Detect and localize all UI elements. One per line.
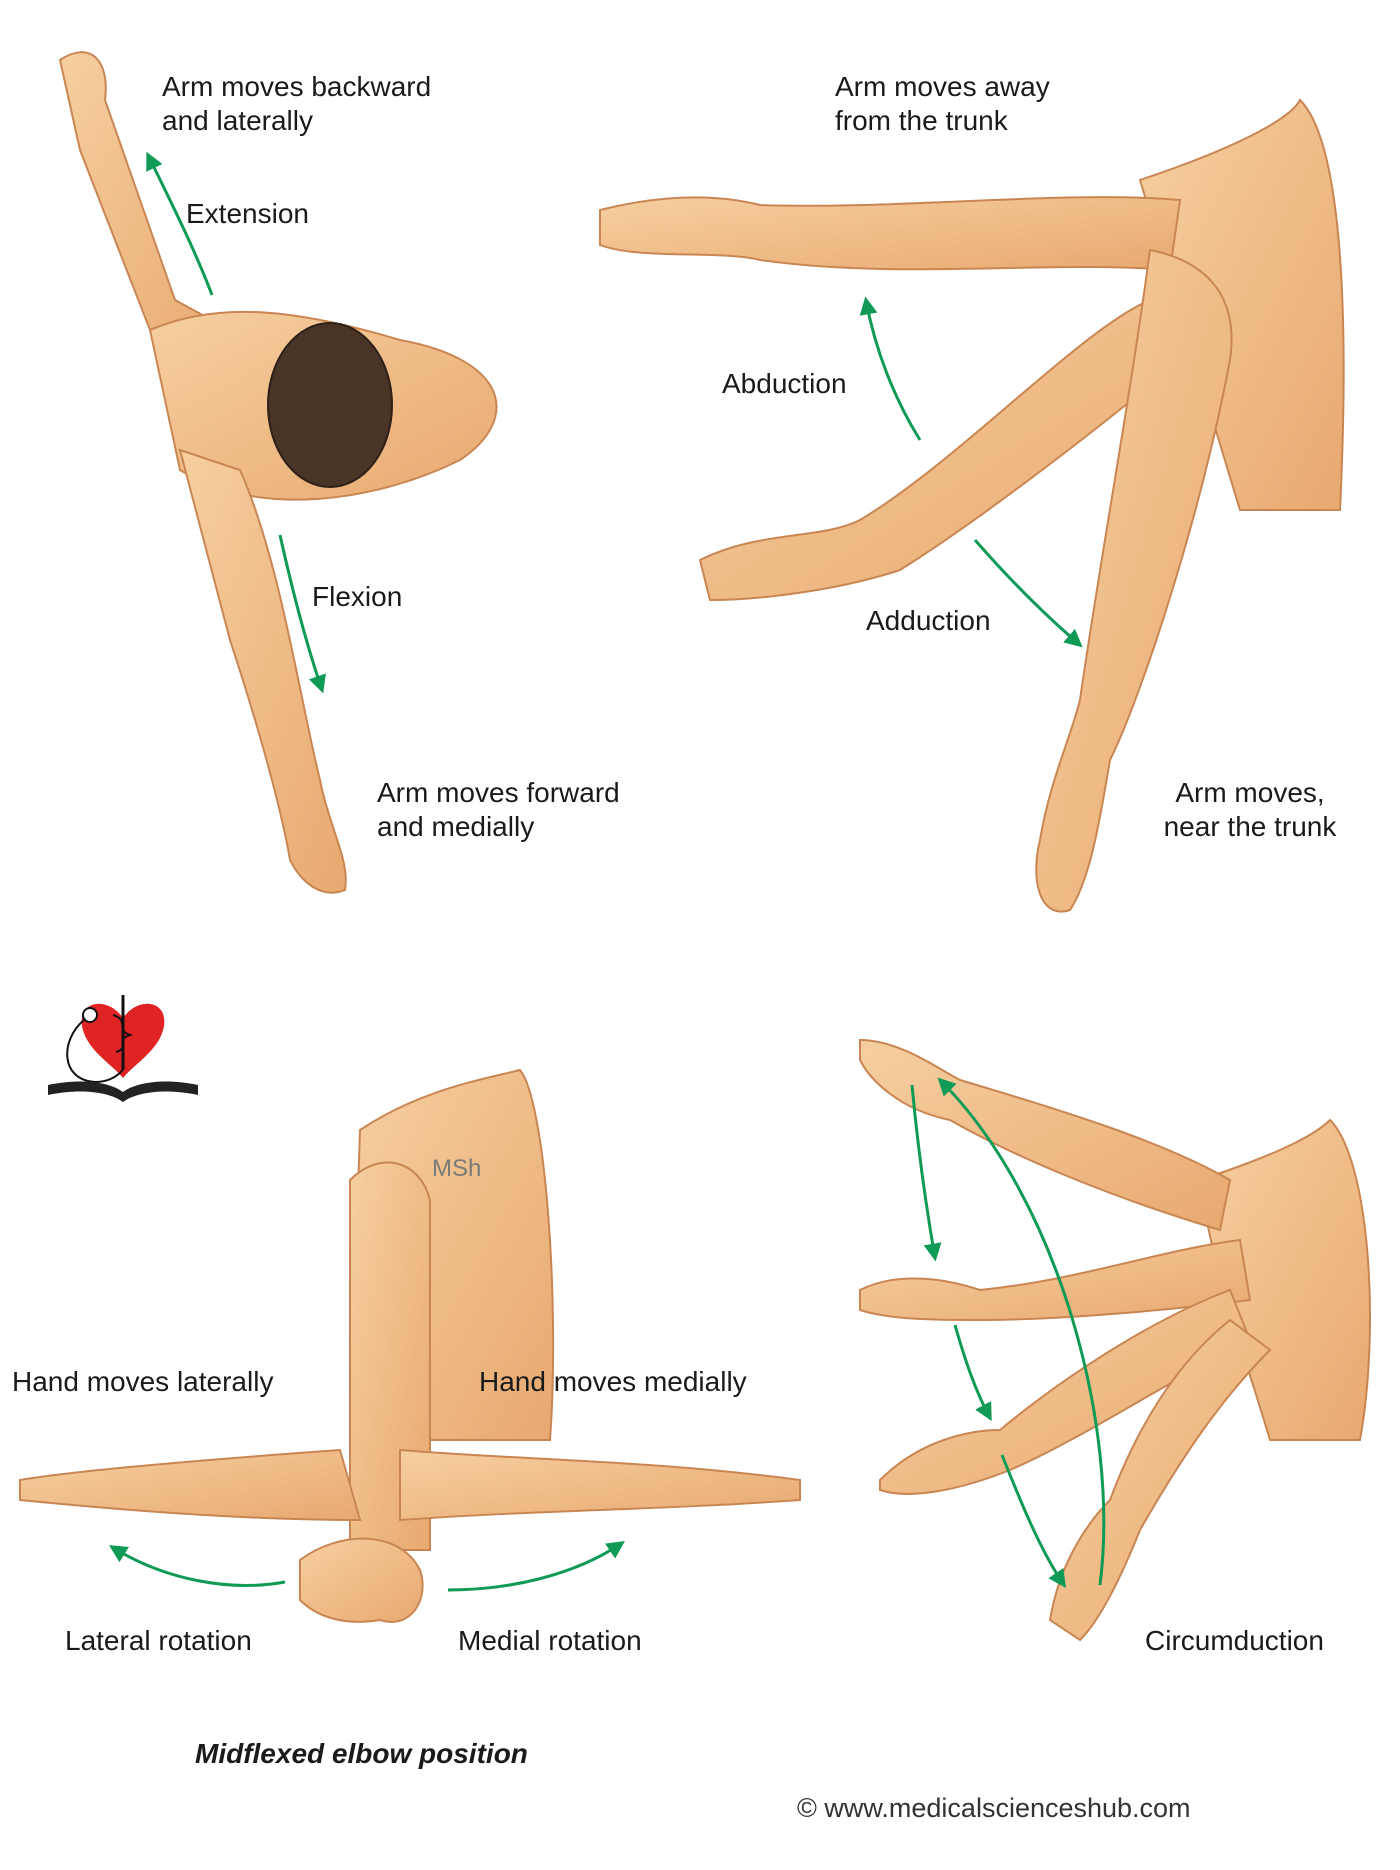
stethoscope-icon bbox=[82, 1007, 98, 1023]
heart-stethoscope-book-logo bbox=[48, 995, 198, 1102]
adduction-label: Adduction bbox=[866, 605, 991, 636]
medial-rotation-label: Medial rotation bbox=[458, 1625, 642, 1656]
extension-label: Extension bbox=[186, 198, 309, 229]
extension-flexion-figure bbox=[58, 51, 498, 894]
arm-horizontal bbox=[859, 1238, 1252, 1322]
head bbox=[267, 322, 393, 488]
circumduction-arrow-3 bbox=[1000, 1454, 1067, 1588]
adducted-arm bbox=[1035, 248, 1233, 913]
extension-arrow bbox=[146, 151, 214, 296]
copyright-credit[interactable]: © www.medicalscienceshub.com bbox=[797, 1793, 1191, 1823]
open-book-icon bbox=[48, 1081, 198, 1102]
arm-down bbox=[1048, 1318, 1272, 1642]
abduction-label: Abduction bbox=[722, 368, 847, 399]
abduction-adduction-figure bbox=[599, 98, 1345, 913]
flexion-label: Flexion bbox=[312, 581, 403, 612]
midflexed-caption: Midflexed elbow position bbox=[195, 1738, 528, 1769]
trunk-right bbox=[1138, 98, 1345, 511]
circumduction-label: Circumduction bbox=[1145, 1625, 1324, 1656]
arm-up bbox=[859, 1038, 1232, 1232]
motion-arrows bbox=[108, 151, 1106, 1592]
lateral-rotation-arrow bbox=[108, 1545, 286, 1587]
circumduction-figure bbox=[859, 1038, 1371, 1642]
msh-watermark: MSh bbox=[432, 1155, 482, 1182]
flexed-arm bbox=[178, 448, 347, 894]
abduction-top-text: Arm moves away from the trunk bbox=[835, 71, 1050, 136]
hand-front bbox=[299, 1537, 424, 1623]
flexion-arrow bbox=[278, 534, 326, 694]
forearm-lateral bbox=[19, 1448, 362, 1522]
abduction-arrow bbox=[859, 296, 922, 441]
lateral-rotation-label: Lateral rotation bbox=[65, 1625, 252, 1656]
medial-rotation-arrow bbox=[447, 1540, 625, 1592]
circumduction-arrow-2 bbox=[953, 1324, 992, 1422]
hand-laterally-text: Hand moves laterally bbox=[12, 1366, 274, 1397]
hand-medially-text: Hand moves medially bbox=[479, 1366, 747, 1397]
circumduction-arrow-1 bbox=[910, 1084, 942, 1262]
abducted-arm bbox=[599, 196, 1182, 272]
circumduction-arrow-return bbox=[937, 1077, 1106, 1586]
adduction-arrow bbox=[973, 539, 1083, 648]
forearm-medial bbox=[399, 1448, 801, 1522]
extension-top-text: Arm moves backward and laterally bbox=[162, 71, 432, 136]
flexion-bottom-text: Arm moves forward and medially bbox=[377, 777, 620, 842]
rotation-figure bbox=[19, 1068, 801, 1623]
adduction-bottom-text: Arm moves, near the trunk bbox=[1163, 777, 1337, 842]
